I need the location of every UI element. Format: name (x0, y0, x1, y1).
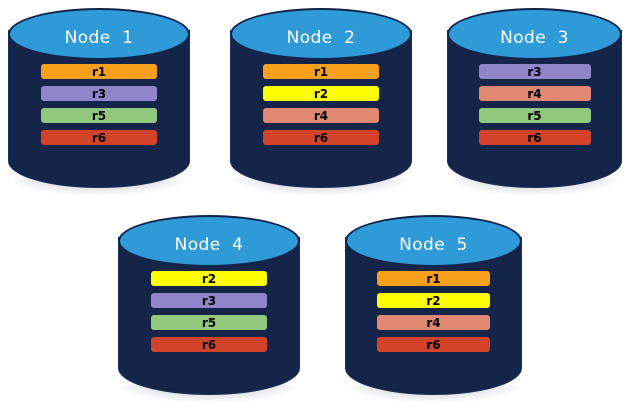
node-5[interactable]: Node 5 r1 r2 r4 r6 (345, 215, 522, 401)
node-5-replica-r1-label: r1 (426, 271, 441, 286)
node-2-replica-list: r1 r2 r4 r6 (262, 64, 380, 145)
node-2-label: Node 2 (286, 28, 356, 48)
node-1-label: Node 1 (64, 28, 134, 48)
node-3-replica-r6[interactable]: r6 (478, 130, 591, 145)
node-4-replica-r6-label: r6 (201, 337, 217, 352)
node-3-top-ellipse: Node 3 (447, 8, 622, 60)
node-5-replica-r4[interactable]: r4 (376, 315, 491, 330)
node-2-replica-r4-label: r4 (313, 108, 329, 123)
node-4-replica-list: r2 r3 r5 r6 (150, 271, 268, 352)
node-4-replica-r6[interactable]: r6 (150, 337, 268, 352)
node-4-replica-r2[interactable]: r2 (150, 271, 268, 286)
node-5-top-ellipse: Node 5 (345, 215, 522, 267)
node-3[interactable]: Node 3 r3 r4 r5 r6 (447, 8, 622, 194)
node-5-replica-r1[interactable]: r1 (376, 271, 491, 286)
node-5-replica-r2[interactable]: r2 (376, 293, 491, 308)
node-5-replica-r6-label: r6 (426, 337, 441, 352)
node-1-replica-r5[interactable]: r5 (40, 108, 158, 123)
node-5-replica-list: r1 r2 r4 r6 (376, 271, 491, 352)
node-3-replica-r4-label: r4 (527, 86, 542, 101)
node-3-replica-r5[interactable]: r5 (478, 108, 591, 123)
node-1-replica-r3-label: r3 (91, 86, 107, 101)
node-5-replica-r2-label: r2 (426, 293, 441, 308)
node-1[interactable]: Node 1 r1 r3 r5 r6 (8, 8, 190, 194)
node-4-replica-r5[interactable]: r5 (150, 315, 268, 330)
node-3-replica-r4[interactable]: r4 (478, 86, 591, 101)
node-1-top-ellipse: Node 1 (8, 8, 190, 60)
node-2-replica-r1-label: r1 (313, 64, 329, 79)
node-2[interactable]: Node 2 r1 r2 r4 r6 (230, 8, 412, 194)
node-3-replica-list: r3 r4 r5 r6 (478, 64, 591, 145)
node-5-replica-r6[interactable]: r6 (376, 337, 491, 352)
node-2-replica-r2[interactable]: r2 (262, 86, 380, 101)
node-2-replica-r6[interactable]: r6 (262, 130, 380, 145)
node-5-label: Node 5 (399, 235, 468, 255)
node-1-replica-r1-label: r1 (91, 64, 107, 79)
node-1-replica-r1[interactable]: r1 (40, 64, 158, 79)
node-2-replica-r1[interactable]: r1 (262, 64, 380, 79)
node-1-replica-r5-label: r5 (91, 108, 107, 123)
node-1-replica-r6[interactable]: r6 (40, 130, 158, 145)
node-4-replica-r3-label: r3 (201, 293, 217, 308)
node-3-replica-r3-label: r3 (527, 64, 542, 79)
node-4-top-ellipse: Node 4 (118, 215, 300, 267)
node-2-top-ellipse: Node 2 (230, 8, 412, 60)
node-2-replica-r2-label: r2 (313, 86, 329, 101)
node-1-replica-list: r1 r3 r5 r6 (40, 64, 158, 145)
node-4[interactable]: Node 4 r2 r3 r5 r6 (118, 215, 300, 401)
node-5-replica-r4-label: r4 (426, 315, 441, 330)
node-3-replica-r6-label: r6 (527, 130, 542, 145)
node-3-replica-r3[interactable]: r3 (478, 64, 591, 79)
node-2-replica-r6-label: r6 (313, 130, 329, 145)
node-1-replica-r6-label: r6 (91, 130, 107, 145)
node-4-replica-r5-label: r5 (201, 315, 217, 330)
node-4-replica-r2-label: r2 (201, 271, 217, 286)
node-4-replica-r3[interactable]: r3 (150, 293, 268, 308)
node-4-label: Node 4 (174, 235, 244, 255)
node-2-replica-r4[interactable]: r4 (262, 108, 380, 123)
node-3-label: Node 3 (500, 28, 569, 48)
node-3-replica-r5-label: r5 (527, 108, 542, 123)
node-1-replica-r3[interactable]: r3 (40, 86, 158, 101)
